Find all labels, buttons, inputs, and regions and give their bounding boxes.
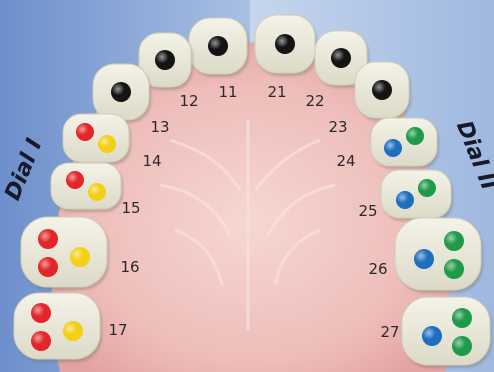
marker-highlight — [38, 257, 58, 277]
marker-highlight — [406, 127, 424, 145]
marker-highlight — [31, 303, 51, 323]
marker-highlight — [38, 229, 58, 249]
tooth-number-15: 15 — [121, 199, 140, 217]
tooth-15 — [51, 163, 123, 212]
tooth-crown — [395, 218, 481, 290]
marker-highlight — [76, 123, 94, 141]
tooth-number-17: 17 — [108, 321, 127, 339]
tooth-number-12: 12 — [179, 92, 198, 110]
marker-highlight — [384, 139, 402, 157]
tooth-27 — [402, 297, 492, 368]
tooth-crown — [63, 114, 129, 162]
marker-highlight — [372, 80, 392, 100]
tooth-17 — [14, 293, 102, 362]
marker-highlight — [111, 82, 131, 102]
marker-highlight — [66, 171, 84, 189]
tooth-16 — [21, 217, 109, 290]
marker-highlight — [396, 191, 414, 209]
tooth-crown — [402, 297, 490, 365]
tooth-number-26: 26 — [368, 260, 387, 278]
marker-highlight — [444, 259, 464, 279]
tooth-23 — [355, 62, 411, 121]
marker-highlight — [444, 231, 464, 251]
tooth-number-14: 14 — [142, 152, 161, 170]
marker-highlight — [63, 321, 83, 341]
tooth-24 — [371, 118, 439, 169]
marker-highlight — [70, 247, 90, 267]
tooth-number-13: 13 — [150, 118, 169, 136]
tooth-crown — [51, 163, 121, 209]
tooth-number-25: 25 — [358, 202, 377, 220]
marker-highlight — [275, 34, 295, 54]
tooth-number-11: 11 — [218, 83, 237, 101]
tooth-11 — [189, 18, 249, 77]
marker-highlight — [31, 331, 51, 351]
tooth-21 — [255, 15, 317, 76]
marker-highlight — [418, 179, 436, 197]
tooth-crown — [14, 293, 100, 359]
tooth-26 — [395, 218, 483, 293]
tooth-25 — [381, 170, 453, 221]
marker-highlight — [208, 36, 228, 56]
tooth-number-21: 21 — [267, 83, 286, 101]
tooth-crown — [371, 118, 437, 166]
tooth-number-27: 27 — [380, 323, 399, 341]
marker-highlight — [414, 249, 434, 269]
tooth-number-24: 24 — [336, 152, 355, 170]
marker-highlight — [452, 336, 472, 356]
marker-highlight — [88, 183, 106, 201]
marker-highlight — [98, 135, 116, 153]
marker-highlight — [452, 308, 472, 328]
tooth-number-22: 22 — [305, 92, 324, 110]
marker-highlight — [155, 50, 175, 70]
tooth-number-16: 16 — [120, 258, 139, 276]
marker-highlight — [331, 48, 351, 68]
tooth-number-23: 23 — [328, 118, 347, 136]
tooth-14 — [63, 114, 131, 165]
marker-highlight — [422, 326, 442, 346]
tooth-crown — [381, 170, 451, 218]
tooth-crown — [21, 217, 107, 287]
